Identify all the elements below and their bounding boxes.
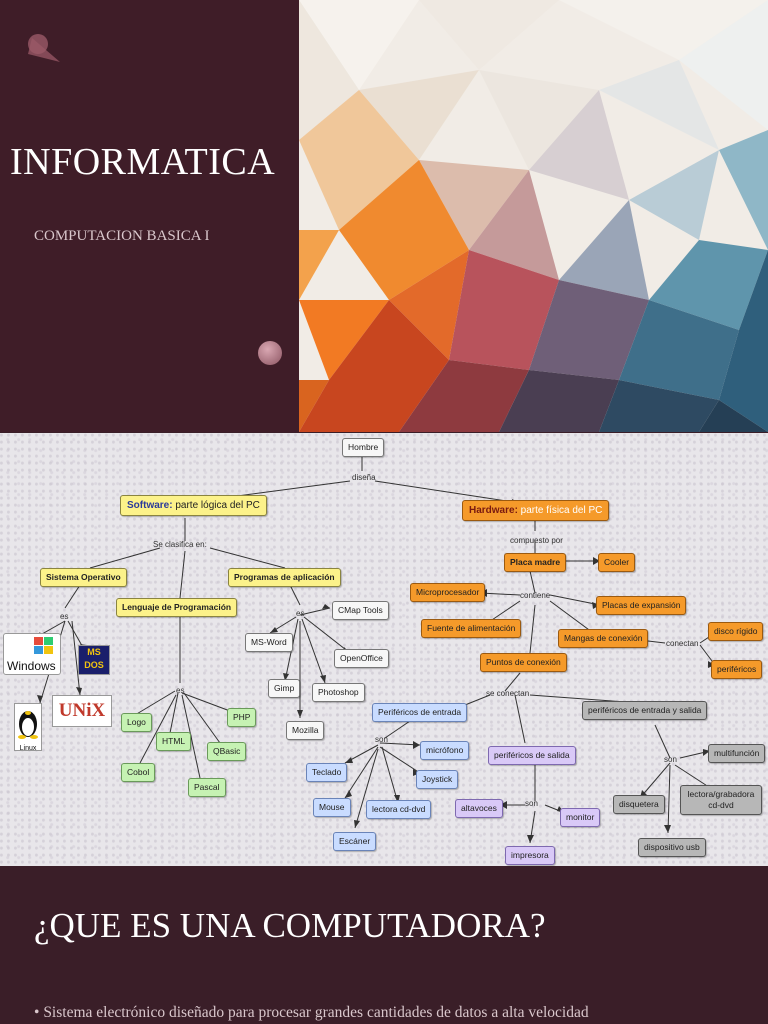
node-fuente-alimentacion: Fuente de alimentación [421,619,522,638]
node-lang-cobol: Cobol [121,763,156,782]
node-app-gimp: Gimp [268,679,301,698]
link-conectan: conectan [666,639,699,648]
concept-map-slide: Hombre diseña Software: parte lógica del… [0,433,768,866]
low-poly-background-image [299,0,768,432]
linux-tux-logo-icon: Linux [14,703,42,752]
node-mouse: Mouse [313,798,351,817]
node-lectora-grabadora: lectora/grabadora cd-dvd [680,785,762,815]
node-dispositivo-usb: dispositivo usb [638,838,706,857]
node-hombre: Hombre [342,438,385,457]
node-puntos-conexion: Puntos de conexión [480,653,567,672]
node-lang-html: HTML [156,732,192,751]
node-impresora: impresora [505,846,555,865]
node-disquetera: disquetera [613,795,665,814]
node-app-photoshop: Photoshop [312,683,365,702]
decorative-shape-icon [28,34,60,62]
link-se-clasifica: Se clasifica en: [153,540,207,549]
hardware-key: Hardware: [469,505,518,516]
node-lenguaje-programacion: Lenguaje de Programación [116,598,238,617]
software-key: Software: [127,500,173,511]
node-perifericos-salida: periféricos de salida [488,746,576,765]
node-perifericos-entrada-salida: periféricos de entrada y salida [582,701,708,720]
node-altavoces: altavoces [455,799,503,818]
slide-title: INFORMATICA [10,141,276,183]
bullet-item: • Sistema electrónico diseñado para proc… [34,1004,589,1022]
node-perifericos: periféricos [711,660,763,679]
node-software: Software: parte lógica del PC [120,495,267,516]
node-app-mozilla: Mozilla [286,721,325,740]
software-desc: parte lógica del PC [172,500,260,511]
slide-heading: ¿QUE ES UNA COMPUTADORA? [34,906,546,945]
node-mangas-conexion: Mangas de conexión [558,629,649,648]
node-app-msword: MS-Word [245,633,293,652]
node-teclado: Teclado [306,763,348,782]
node-lang-pascal: Pascal [188,778,226,797]
node-joystick: Joystick [416,770,459,789]
link-son-entrada: son [375,735,388,744]
link-se-conectan: se conectan [486,689,530,698]
node-microfono: micrófono [420,741,470,760]
node-app-openoffice: OpenOffice [334,649,389,668]
link-es-os: es [60,612,69,621]
node-lang-php: PHP [227,708,257,727]
link-contiene: contiene [520,591,551,600]
windows-logo-text: Windows [7,659,56,673]
linux-logo-text: Linux [19,745,37,752]
msdos-logo-icon: MS DOS [78,645,110,675]
link-es-lang: es [176,686,185,695]
windows-logo-icon: Windows [3,633,61,675]
link-son-es: son [664,755,677,764]
node-monitor: monitor [560,808,601,827]
bullet-text: Sistema electrónico diseñado para proces… [43,1004,589,1021]
node-sistema-operativo: Sistema Operativo [40,568,127,587]
node-programas-aplicacion: Programas de aplicación [228,568,341,587]
link-disena: diseña [352,473,376,482]
node-lang-qbasic: QBasic [207,742,247,761]
link-es-apps: es [296,609,305,618]
node-perifericos-entrada: Periféricos de entrada [372,703,468,722]
computer-definition-slide: ¿QUE ES UNA COMPUTADORA? • Sistema elect… [0,866,768,1024]
node-lang-logo: Logo [121,713,152,732]
bullet-dot-icon: • [34,1004,40,1021]
title-slide: INFORMATICA COMPUTACION BASICA I [0,0,768,432]
slide-subtitle: COMPUTACION BASICA I [34,228,210,244]
link-son-salida: son [525,799,538,808]
node-hardware: Hardware: parte física del PC [462,500,610,521]
node-lectora-cd-dvd: lectora cd-dvd [366,800,432,819]
node-multifuncion: multifunción [708,744,766,763]
hardware-desc: parte física del PC [517,505,603,516]
node-escaner: Escáner [333,832,377,851]
link-compuesto-por: compuesto por [510,536,563,545]
node-disco-rigido: disco rígido [708,622,764,641]
node-placas-expansion: Placas de expansión [596,596,687,615]
decorative-circle-icon [258,341,282,365]
node-microprocesador: Microprocesador [410,583,486,602]
node-placa-madre: Placa madre [504,553,567,572]
node-app-cmap: CMap Tools [332,601,389,620]
unix-logo-icon: UNiX [52,695,112,727]
node-cooler: Cooler [598,553,636,572]
